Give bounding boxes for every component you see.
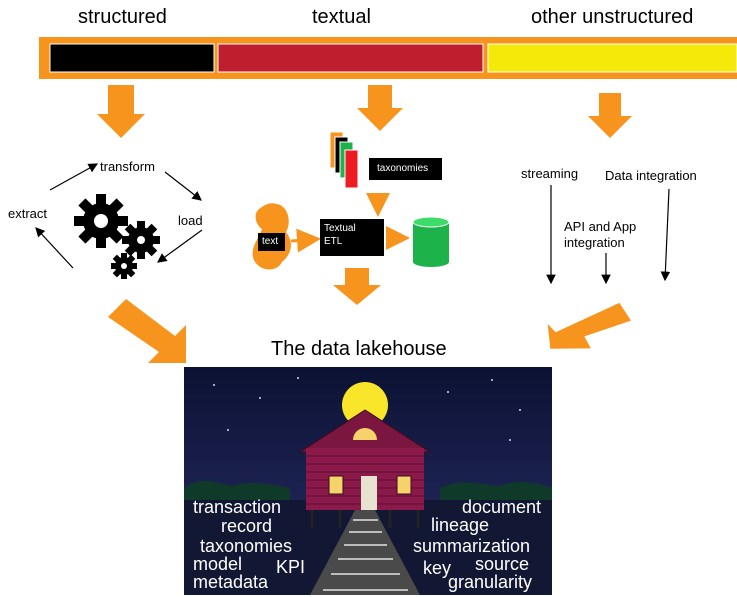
- label-extract: extract: [8, 206, 48, 221]
- lakehouse-title: The data lakehouse: [271, 338, 447, 360]
- word-granularity: granularity: [448, 572, 533, 592]
- label-streaming: streaming: [521, 166, 579, 181]
- label-transform: transform: [100, 159, 155, 174]
- lakehouse-image: [184, 367, 552, 595]
- word-metadata: metadata: [193, 572, 269, 592]
- word-model: model: [193, 554, 243, 574]
- gears-icon: [74, 194, 160, 279]
- word-document: document: [462, 497, 542, 517]
- structured-block: [49, 43, 215, 73]
- word-transaction: transaction: [193, 497, 282, 517]
- header-structured: structured: [78, 6, 167, 28]
- textual-etl-box: Textual ETL: [320, 219, 384, 256]
- word-key: key: [423, 558, 452, 578]
- documents-icon: [329, 131, 359, 189]
- word-kpi: KPI: [276, 557, 306, 577]
- word-source: source: [475, 554, 530, 574]
- label-load: load: [178, 213, 203, 228]
- textual-block: [217, 43, 484, 73]
- word-lineage: lineage: [431, 515, 490, 535]
- diag-arrow-right: [547, 302, 632, 349]
- label-api-integration: API and App integration: [564, 219, 637, 250]
- down-arrow-textual-out: [333, 268, 381, 305]
- header-textual: textual: [312, 6, 371, 28]
- down-arrow-structured: [97, 85, 145, 138]
- moon-icon: [342, 382, 388, 428]
- taxonomies-box: taxonomies: [369, 158, 442, 180]
- diag-arrow-left: [108, 299, 186, 363]
- header-unstructured: other unstructured: [531, 6, 694, 28]
- unstructured-block: [487, 43, 737, 73]
- down-arrow-textual: [357, 85, 403, 131]
- word-summarization: summarization: [413, 536, 531, 556]
- word-record: record: [221, 516, 273, 536]
- database-cylinder-icon: [412, 216, 450, 267]
- word-taxonomies: taxonomies: [200, 536, 293, 556]
- down-arrow-unstructured: [588, 93, 632, 138]
- label-data-integration: Data integration: [605, 168, 697, 183]
- text-box: text: [258, 233, 285, 251]
